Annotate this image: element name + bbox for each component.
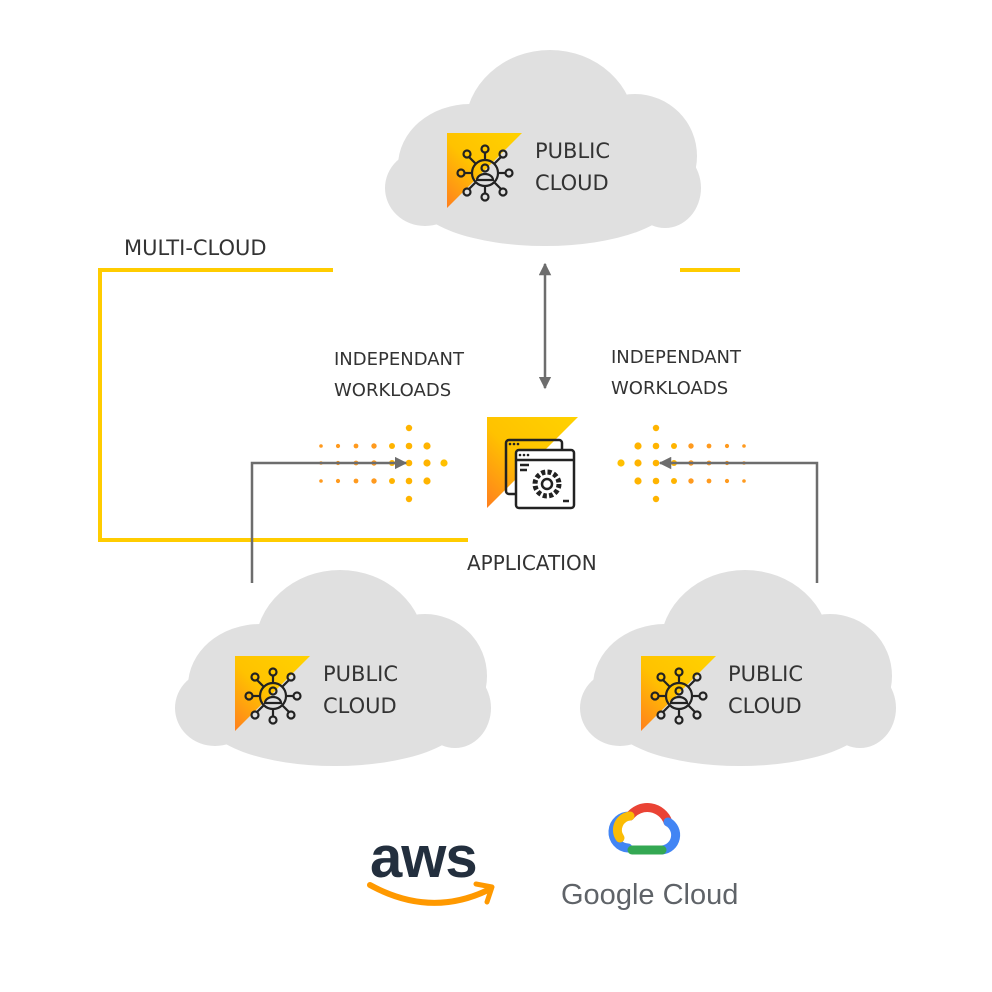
dot (353, 478, 359, 484)
application-icon (487, 417, 578, 510)
dot (389, 478, 395, 484)
workloads-right-line1: INDEPENDANT (611, 347, 742, 368)
dot (335, 443, 341, 449)
dot (634, 477, 642, 485)
dot (371, 443, 377, 449)
dot (423, 477, 431, 485)
public-cloud-top: PUBLIC CLOUD (385, 50, 701, 246)
google-cloud-icon (608, 803, 681, 855)
dot (440, 459, 448, 467)
dot (617, 459, 625, 467)
dot (319, 444, 323, 448)
dot (652, 495, 660, 503)
multi-cloud-boundary (98, 268, 740, 542)
cloud-label-line2: CLOUD (535, 171, 609, 195)
google-cloud-text: Google Cloud (561, 879, 738, 911)
dot (353, 443, 359, 449)
cloud-label-line1: PUBLIC (728, 662, 803, 686)
dot (389, 443, 395, 449)
workload-arrow-right (658, 456, 819, 583)
dot (405, 495, 413, 503)
dotted-arrow-right (617, 424, 746, 503)
workloads-left-line2: WORKLOADS (334, 380, 451, 401)
dot (652, 424, 660, 432)
workload-arrow-left (250, 456, 408, 583)
cloud-label-line2: CLOUD (323, 694, 397, 718)
dot (423, 442, 431, 450)
public-cloud-bottom-left: PUBLIC CLOUD (175, 570, 491, 766)
dot (724, 443, 730, 449)
dot (423, 459, 431, 467)
aws-logo-text: aws (370, 825, 477, 890)
dot (671, 478, 677, 484)
dot (742, 479, 746, 483)
dot (371, 478, 377, 484)
dot (652, 477, 660, 485)
cloud-label-line2: CLOUD (728, 694, 802, 718)
dot (405, 459, 413, 467)
dotted-arrow-left (319, 424, 448, 503)
cloud-label-line1: PUBLIC (535, 139, 610, 163)
dot (724, 478, 730, 484)
dot (706, 443, 712, 449)
aws-logo: aws (367, 825, 495, 906)
dot (634, 459, 642, 467)
dot (688, 443, 694, 449)
dot (634, 442, 642, 450)
dot (405, 424, 413, 432)
dot (706, 478, 712, 484)
dot (335, 478, 341, 484)
dot (671, 443, 677, 449)
dot (405, 477, 413, 485)
dot (405, 442, 413, 450)
workloads-right-line2: WORKLOADS (611, 378, 728, 399)
aws-smile-icon (367, 882, 491, 906)
dot (319, 479, 323, 483)
multi-cloud-label: MULTI-CLOUD (124, 236, 267, 260)
dot (652, 442, 660, 450)
dot (652, 459, 660, 467)
application-label: APPLICATION (467, 551, 597, 575)
public-cloud-bottom-right: PUBLIC CLOUD (580, 570, 896, 766)
google-cloud-logo: Google Cloud (561, 803, 738, 911)
dot (688, 478, 694, 484)
workloads-left-line1: INDEPENDANT (334, 349, 465, 370)
cloud-label-line1: PUBLIC (323, 662, 398, 686)
dot (742, 444, 746, 448)
